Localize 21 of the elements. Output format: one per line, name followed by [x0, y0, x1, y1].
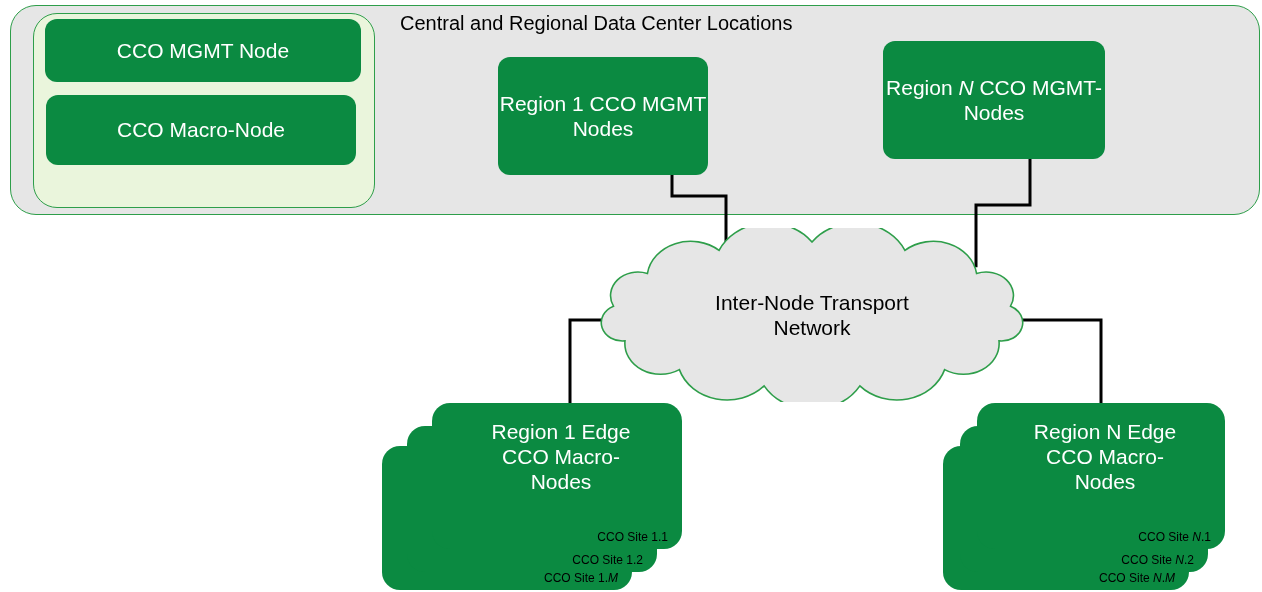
node-label: Region 1 CCO MGMT Nodes: [498, 90, 708, 142]
node-label: Region N CCO MGMT- Nodes: [885, 74, 1103, 126]
panel-title: Central and Regional Data Center Locations: [400, 12, 793, 35]
node-label: Region 1 Edge CCO Macro- Nodes: [490, 419, 632, 495]
node-label: Inter-Node Transport Network: [714, 289, 910, 341]
node-label: CCO MGMT Node: [116, 37, 290, 64]
node-box: [883, 41, 1105, 159]
connector-line: [974, 158, 1032, 268]
node-box: [46, 95, 356, 165]
node-box: [45, 19, 361, 82]
node-label: Region N Edge CCO Macro- Nodes: [1032, 419, 1178, 495]
site-label: CCO Site N.M: [1098, 571, 1175, 585]
site-label: CCO Site N.2: [1121, 553, 1194, 567]
node-box: [498, 57, 708, 175]
site-label: CCO Site 1.1: [597, 530, 668, 544]
site-label: CCO Site N.1: [1138, 530, 1211, 544]
site-label: CCO Site 1.2: [572, 553, 643, 567]
site-label: CCO Site 1.M: [543, 571, 618, 585]
group-panel: [33, 13, 375, 208]
region-panel: [10, 5, 1260, 215]
node-label: CCO Macro-Node: [116, 117, 285, 143]
